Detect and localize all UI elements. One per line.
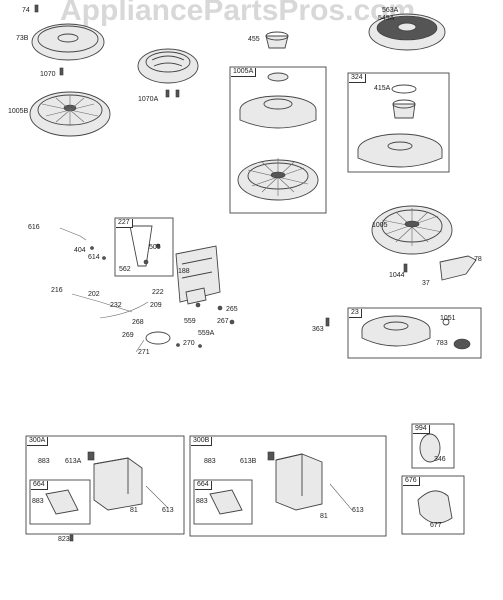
label-346: 346 xyxy=(434,456,446,463)
label-883-b: 883 xyxy=(32,498,44,505)
label-562: 562 xyxy=(119,266,131,273)
label-783: 783 xyxy=(436,340,448,347)
blower-housing-73b xyxy=(31,23,105,61)
label-1051: 1051 xyxy=(440,315,456,322)
starter-cup-455 xyxy=(265,31,289,49)
label-613-b: 613 xyxy=(352,507,364,514)
label-559: 559 xyxy=(184,318,196,325)
label-232: 232 xyxy=(110,302,122,309)
label-455: 455 xyxy=(248,36,260,43)
label-883-d: 883 xyxy=(196,498,208,505)
label-202: 202 xyxy=(88,291,100,298)
label-265: 265 xyxy=(226,306,238,313)
label-267: 267 xyxy=(217,318,229,325)
label-823: 823 xyxy=(58,536,70,543)
label-270: 270 xyxy=(183,340,195,347)
label-1070: 1070 xyxy=(40,71,56,78)
air-vane-78 xyxy=(439,255,477,281)
label-222: 222 xyxy=(152,289,164,296)
deflector-994 xyxy=(419,433,441,463)
label-81-a: 81 xyxy=(130,507,138,514)
flywheel-1005 xyxy=(371,205,453,255)
label-404: 404 xyxy=(74,247,86,254)
label-1044: 1044 xyxy=(389,272,405,279)
label-559a: 559A xyxy=(198,330,215,337)
label-614: 614 xyxy=(88,254,100,261)
flywheel-1005a xyxy=(237,72,319,201)
label-78: 78 xyxy=(474,256,482,263)
label-268: 268 xyxy=(132,319,144,326)
flywheel-ring-23 xyxy=(325,315,471,350)
muffler-300a xyxy=(45,451,169,542)
label-883-a: 883 xyxy=(38,458,50,465)
label-188: 188 xyxy=(178,268,190,275)
label-1070a: 1070A xyxy=(138,96,159,103)
label-363: 363 xyxy=(312,326,324,333)
rotating-screen-1070a xyxy=(137,48,199,84)
label-505: 505 xyxy=(149,244,161,251)
guard-676 xyxy=(417,490,453,524)
box-tag-324: 324 xyxy=(349,74,366,83)
box-tag-300b: 300B xyxy=(191,437,213,446)
label-616: 616 xyxy=(28,224,40,231)
governor-linkage xyxy=(59,227,235,353)
fan-assembly-324 xyxy=(357,84,443,168)
label-613-a: 613 xyxy=(162,507,174,514)
governor-lever-227 xyxy=(129,225,161,267)
box-tag-1005a: 1005A xyxy=(231,68,257,77)
box-tag-23: 23 xyxy=(349,309,362,318)
box-tag-227: 227 xyxy=(116,219,133,228)
box-tag-676: 676 xyxy=(403,477,420,486)
label-37: 37 xyxy=(422,280,430,287)
label-1005b: 1005B xyxy=(8,108,29,115)
box-tag-300a: 300A xyxy=(27,437,49,446)
box-tag-664b: 664 xyxy=(195,481,212,490)
label-613a: 613A xyxy=(65,458,82,465)
label-415a: 415A xyxy=(374,85,391,92)
flywheel-1005b xyxy=(29,91,111,137)
label-73b: 73B xyxy=(16,35,29,42)
label-269: 269 xyxy=(122,332,134,339)
label-677: 677 xyxy=(430,522,442,529)
label-271: 271 xyxy=(138,349,150,356)
muffler-300b xyxy=(209,451,353,515)
label-216: 216 xyxy=(51,287,63,294)
box-tag-664a: 664 xyxy=(31,481,48,490)
label-81-b: 81 xyxy=(320,513,328,520)
label-209: 209 xyxy=(150,302,162,309)
box-tag-994: 994 xyxy=(413,425,430,434)
label-74: 74 xyxy=(22,7,30,14)
label-613b: 613B xyxy=(240,458,257,465)
screws xyxy=(34,4,180,98)
label-883-c: 883 xyxy=(204,458,216,465)
label-1005: 1005 xyxy=(372,222,388,229)
label-549a: 549A xyxy=(378,15,395,22)
watermark: AppliancePartsPros.com xyxy=(60,0,416,27)
label-563a: 563A xyxy=(382,7,399,14)
flywheel-fan-563a xyxy=(368,13,446,51)
